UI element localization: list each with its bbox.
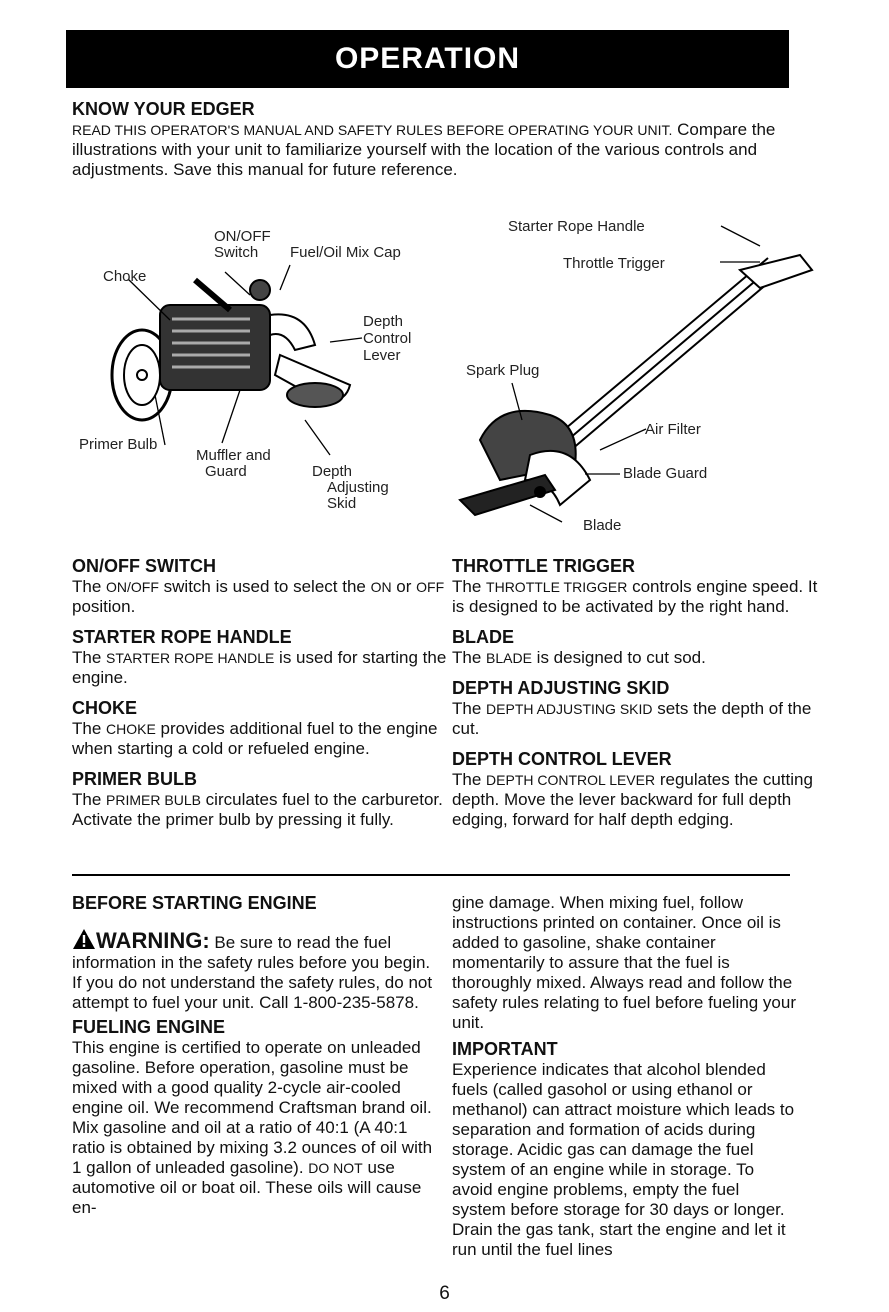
warning-icon [73,929,95,949]
label-skid-1: Depth [312,463,353,480]
control-title: BLADE [452,627,514,647]
label-depth: Depth [363,313,404,330]
control-title: ON/OFF SWITCH [72,556,216,576]
fuel-continued-section: gine damage. When mixing fuel, follow in… [452,893,797,1260]
control-title: THROTTLE TRIGGER [452,556,635,576]
fueling-title: FUELING ENGINE [72,1017,226,1037]
label-lever: Lever [363,347,401,364]
page-number: 6 [439,1283,450,1304]
before-starting-section: BEFORE STARTING ENGINE WARNING: Be sure … [72,893,444,1218]
label-guard: Guard [205,463,247,480]
label-skid-2: Adjusting [327,479,389,496]
control-description: The ON/OFF switch is used to select the … [72,577,445,616]
label-control: Control [363,330,412,347]
label-starter-rope: Starter Rope Handle [508,218,645,235]
control-description: The BLADE is designed to cut sod. [452,648,706,667]
before-title: BEFORE STARTING ENGINE [72,893,317,913]
control-description: The CHOKE provides additional fuel to th… [72,719,438,758]
fueling-text: This engine is certified to operate on u… [72,1038,433,1217]
control-description: The PRIMER BULB circulates fuel to the c… [72,790,443,829]
warning-label: WARNING: [96,928,210,953]
intro-section: KNOW YOUR EDGER READ THIS OPERATOR'S MAN… [72,99,807,180]
edger-illustration [458,253,814,517]
important-text: Experience indicates that alcohol blende… [452,1060,795,1259]
control-title: CHOKE [72,698,138,718]
control-description: The DEPTH CONTROL LEVER regulates the cu… [452,770,813,829]
warning-paragraph: WARNING: Be sure to read the fuel inform… [72,928,433,1012]
control-title: STARTER ROPE HANDLE [72,627,292,647]
label-throttle-trigger: Throttle Trigger [563,255,665,272]
label-switch: Switch [214,244,259,261]
label-skid-3: Skid [327,495,357,512]
label-air-filter: Air Filter [645,421,701,438]
fuel-continued-text: gine damage. When mixing fuel, follow in… [452,893,796,1032]
label-primer-bulb: Primer Bulb [79,436,158,453]
section-banner: OPERATION [66,30,789,88]
engine-illustration [110,277,352,422]
right-figure-leaders [511,225,761,523]
control-title: PRIMER BULB [72,769,197,789]
control-description: The STARTER ROPE HANDLE is used for star… [72,648,447,687]
control-title: DEPTH CONTROL LEVER [452,749,672,769]
label-muffler: Muffler and [196,447,271,464]
label-fuel-cap: Fuel/Oil Mix Cap [290,244,401,261]
left-figure-leaders [127,264,363,456]
label-choke: Choke [103,268,147,285]
section-divider [72,874,790,876]
control-description: The THROTTLE TRIGGER controls engine spe… [452,577,818,616]
label-blade-guard: Blade Guard [623,465,708,482]
label-on-off: ON/OFF [214,228,271,245]
intro-text: READ THIS OPERATOR'S MANUAL AND SAFETY R… [72,120,776,179]
label-blade: Blade [583,517,622,534]
control-description: The DEPTH ADJUSTING SKID sets the depth … [452,699,812,738]
label-spark-plug: Spark Plug [466,362,540,379]
intro-title: KNOW YOUR EDGER [72,99,255,119]
important-title: IMPORTANT [452,1039,558,1059]
control-title: DEPTH ADJUSTING SKID [452,678,670,698]
